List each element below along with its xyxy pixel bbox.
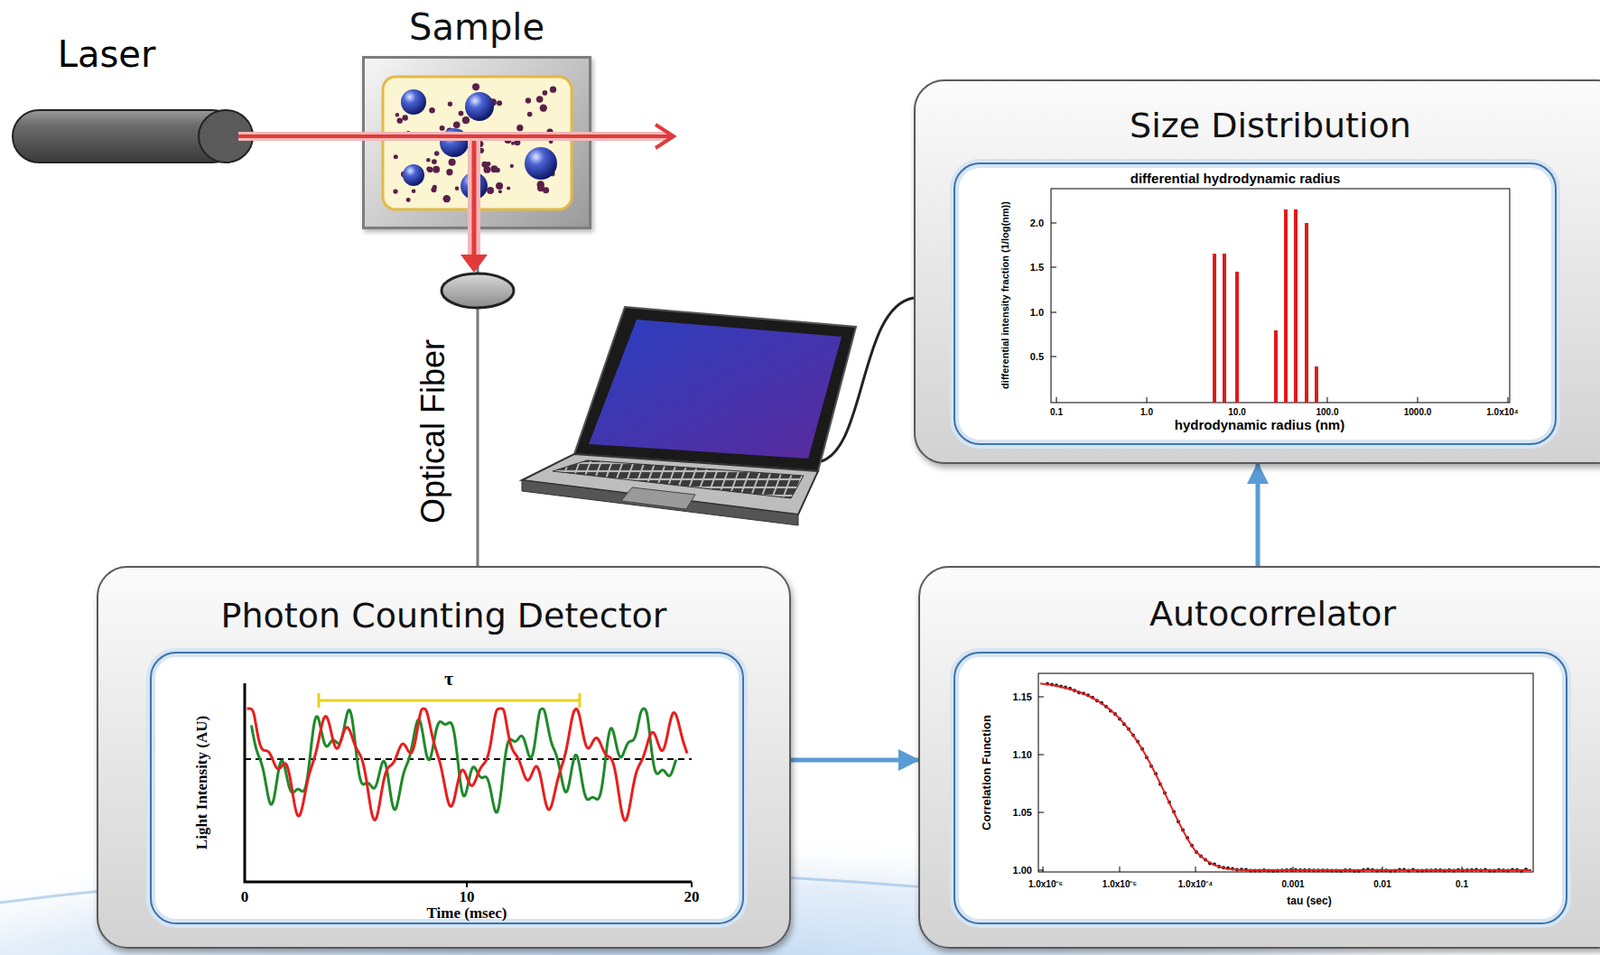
small-particles bbox=[392, 83, 557, 203]
tick-label: 1.0x10⁻⁴ bbox=[1178, 879, 1214, 890]
tick-label: 0 bbox=[241, 889, 250, 907]
tick-label: 0.1 bbox=[1050, 407, 1063, 418]
axis-title: Light Intensity (AU) bbox=[194, 716, 212, 850]
panel-heading: Autocorrelator bbox=[1149, 595, 1396, 635]
tick-label: 10 bbox=[459, 889, 475, 907]
laptop bbox=[521, 297, 914, 526]
chart-frame bbox=[954, 652, 1567, 924]
tick-label: 1.0 bbox=[1140, 407, 1154, 418]
laser-device bbox=[12, 110, 253, 163]
tick-label: 1000.0 bbox=[1404, 407, 1433, 418]
sample-cuvette bbox=[382, 76, 572, 210]
chart-frame bbox=[150, 652, 744, 924]
intensity-traces bbox=[246, 708, 688, 821]
tick-label: 1.05 bbox=[1013, 807, 1033, 819]
flow-arrow bbox=[1255, 464, 1261, 567]
tick-label: 1.0x10⁴ bbox=[1486, 407, 1519, 418]
tick-label: 1.0x10⁻⁶ bbox=[1028, 879, 1063, 890]
tick-label: 10.0 bbox=[1227, 407, 1246, 418]
tick-label: 2.0 bbox=[1030, 217, 1044, 229]
panel-heading: Size Distribution bbox=[1129, 106, 1412, 147]
axis-title: hydrodynamic radius (nm) bbox=[1174, 418, 1345, 434]
tick-label: 1.0x10⁻⁵ bbox=[1102, 879, 1137, 890]
tick-label: 20 bbox=[684, 889, 700, 907]
tick-label: 0.01 bbox=[1373, 879, 1391, 890]
size-histogram bbox=[1051, 188, 1510, 403]
fiber-end bbox=[441, 273, 514, 308]
tick-label: 100.0 bbox=[1315, 407, 1339, 418]
axis-title: Correlation Function bbox=[980, 715, 994, 831]
optical-fiber bbox=[476, 229, 480, 567]
tick-label: 1.15 bbox=[1013, 691, 1033, 703]
tick-label: 0.1 bbox=[1455, 879, 1469, 890]
axis-title: Time (msec) bbox=[427, 905, 508, 923]
axis-title: tau (sec) bbox=[1286, 895, 1331, 908]
laser-beam bbox=[238, 124, 674, 273]
panel-box: Size Distribution bbox=[913, 79, 1600, 465]
tick-label: 1.10 bbox=[1013, 749, 1033, 761]
chart-frame bbox=[954, 163, 1556, 445]
sample-cell: Sample bbox=[362, 55, 592, 230]
chart-frame bbox=[954, 163, 1556, 445]
chart-title: differential hydrodynamic radius bbox=[1130, 171, 1341, 187]
tick-label: 0.5 bbox=[1030, 351, 1044, 363]
chart-frame bbox=[150, 652, 744, 924]
connector-label: Optical Fiber bbox=[415, 339, 452, 524]
chart-frame bbox=[954, 652, 1567, 924]
intensity-trace-axes bbox=[244, 683, 692, 888]
tick-label: 1.5 bbox=[1030, 261, 1044, 273]
large-particles bbox=[400, 89, 558, 200]
flow-arrow bbox=[790, 758, 919, 763]
correlation-axes bbox=[1038, 673, 1534, 873]
sample-heading: Sample bbox=[409, 6, 545, 48]
correlation-curve bbox=[1040, 682, 1532, 874]
tick-label: 0.001 bbox=[1281, 879, 1304, 890]
tick-label: 1.00 bbox=[1013, 865, 1033, 876]
tick-label: 1.0 bbox=[1030, 306, 1044, 318]
device-label: Laser bbox=[57, 34, 157, 75]
period-label: τ bbox=[444, 668, 454, 690]
panel-heading: Photon Counting Detector bbox=[221, 596, 668, 637]
axis-title: differential intensity fraction (1/log(n… bbox=[999, 201, 1011, 390]
